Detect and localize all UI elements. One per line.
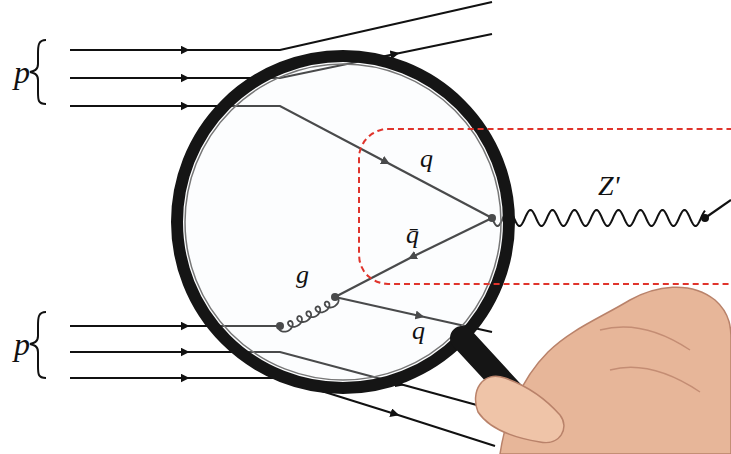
thumb <box>476 376 564 442</box>
particle-label: g <box>296 262 309 288</box>
particle-label: Z' <box>598 172 620 200</box>
dashed-region: q q̄ Z' <box>358 128 731 285</box>
particle-label: p <box>14 56 30 88</box>
particle-label: q̄ <box>406 222 419 248</box>
boson-wave <box>492 210 705 226</box>
particle-label: q <box>420 146 433 172</box>
proton-brace <box>30 40 46 104</box>
finger-creases <box>600 327 700 392</box>
particle-label: p <box>14 328 30 360</box>
proton-brace <box>30 312 46 378</box>
particle-label: q <box>412 318 425 344</box>
